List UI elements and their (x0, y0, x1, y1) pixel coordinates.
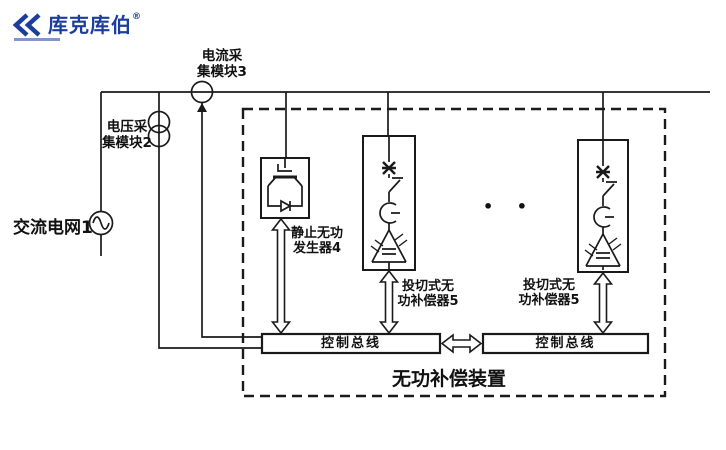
device-label: 无功补偿装置 (391, 368, 507, 390)
voltage-module-label: 电压采 集模块2 (102, 119, 152, 152)
compensator2-to-bus-arrow (592, 271, 614, 335)
logo-subtext (14, 38, 60, 41)
compensation-device-boundary (241, 107, 667, 398)
compensator-2-label: 投切式无 功补偿器5 (518, 278, 579, 309)
current-transformer-icon (190, 80, 214, 112)
ac-source-icon (88, 210, 114, 236)
control-bus-right-label: 控制总线 (535, 336, 596, 351)
ac-grid-label: 交流电网1 (13, 218, 93, 238)
voltage-transformer-icon (147, 110, 171, 148)
compensator-2-label-line1: 投切式无 (522, 278, 576, 293)
compensator-2-box (577, 139, 629, 273)
compensator-2-label-line2: 功补偿器5 (518, 293, 580, 309)
svg-generator-label: 静止无功 发生器4 (291, 226, 343, 257)
ellipsis-dots: • • (483, 197, 537, 216)
control-bus-left-box (260, 332, 442, 355)
control-bus-right-box (481, 332, 650, 355)
svg-generator-label-line1: 静止无功 (290, 226, 344, 241)
compensator1-to-bus-arrow (378, 269, 400, 335)
current-module-label-line2: 集模块3 (197, 63, 247, 80)
voltage-module-label-line2: 集模块2 (102, 134, 152, 151)
ac-bus-lines (100, 91, 710, 349)
svg-generator-label-line2: 发生器4 (292, 241, 342, 257)
current-module-label-line1: 电流采 (201, 48, 243, 64)
logo: 库克库伯 ® (12, 12, 141, 42)
logo-icon (12, 13, 41, 37)
thyristor-switched-capacitor-symbol (584, 140, 622, 270)
igbt-symbol (267, 158, 303, 213)
compensator-1-label-line1: 投切式无 (401, 279, 455, 294)
svg-to-bus-arrow (270, 217, 292, 335)
current-module-label: 电流采 集模块3 (197, 48, 247, 81)
logo-brand-text: 库克库伯 (48, 13, 132, 37)
compensator-1-box (362, 135, 416, 271)
thyristor-switched-capacitor-symbol (370, 136, 408, 270)
registered-trademark-icon: ® (132, 12, 141, 22)
compensator-1-label: 投切式无 功补偿器5 (397, 279, 458, 310)
bus-to-bus-arrow (440, 333, 483, 354)
voltage-module-label-line1: 电压采 (106, 119, 148, 135)
compensator-1-label-line2: 功补偿器5 (397, 294, 459, 310)
static-var-generator-box (260, 157, 310, 219)
control-bus-left-label: 控制总线 (320, 336, 381, 351)
